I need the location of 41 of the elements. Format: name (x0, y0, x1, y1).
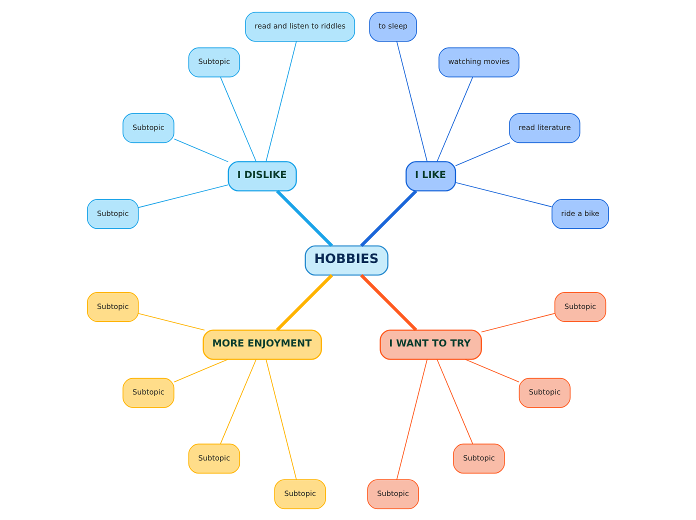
node-box: I WANT TO TRY (380, 329, 482, 360)
node-box: read and listen to riddles (245, 11, 356, 42)
node-box: Subtopic (122, 377, 174, 408)
node-box: Subtopic (188, 46, 240, 77)
node-box: Subtopic (367, 478, 419, 509)
connector (220, 358, 257, 444)
node-box: ride a bike (552, 198, 609, 228)
connector (436, 76, 474, 162)
node-box: Subtopic (518, 377, 571, 408)
connector (138, 312, 205, 330)
node-box: Subtopic (554, 292, 606, 322)
node-box: Subtopic (453, 443, 505, 474)
connector (276, 274, 334, 331)
node-box: read literature (509, 112, 580, 143)
node-box: I DISLIKE (228, 160, 297, 191)
node-box: I LIKE (406, 160, 456, 191)
node-box: HOBBIES (304, 244, 388, 276)
connector (455, 142, 511, 166)
connector (396, 40, 428, 162)
node-box: watching movies (438, 46, 520, 77)
connector (266, 40, 297, 162)
node-box: Subtopic (188, 443, 240, 474)
connector (174, 358, 228, 382)
node-box: Subtopic (87, 292, 139, 322)
connector (360, 189, 418, 246)
connector (266, 358, 297, 480)
connector (138, 184, 228, 208)
connector (396, 358, 428, 480)
connector (360, 274, 418, 331)
connector (436, 358, 474, 444)
connector (455, 182, 552, 207)
connector (481, 312, 556, 332)
node-box: MORE ENJOYMENT (202, 329, 322, 360)
node-box: Subtopic (122, 112, 174, 143)
node-box: to sleep (369, 11, 417, 42)
connector (276, 189, 334, 246)
connector (464, 358, 520, 382)
connector (220, 76, 257, 162)
node-box: Subtopic (87, 198, 139, 228)
node-box: Subtopic (274, 478, 326, 509)
connector (174, 138, 229, 162)
